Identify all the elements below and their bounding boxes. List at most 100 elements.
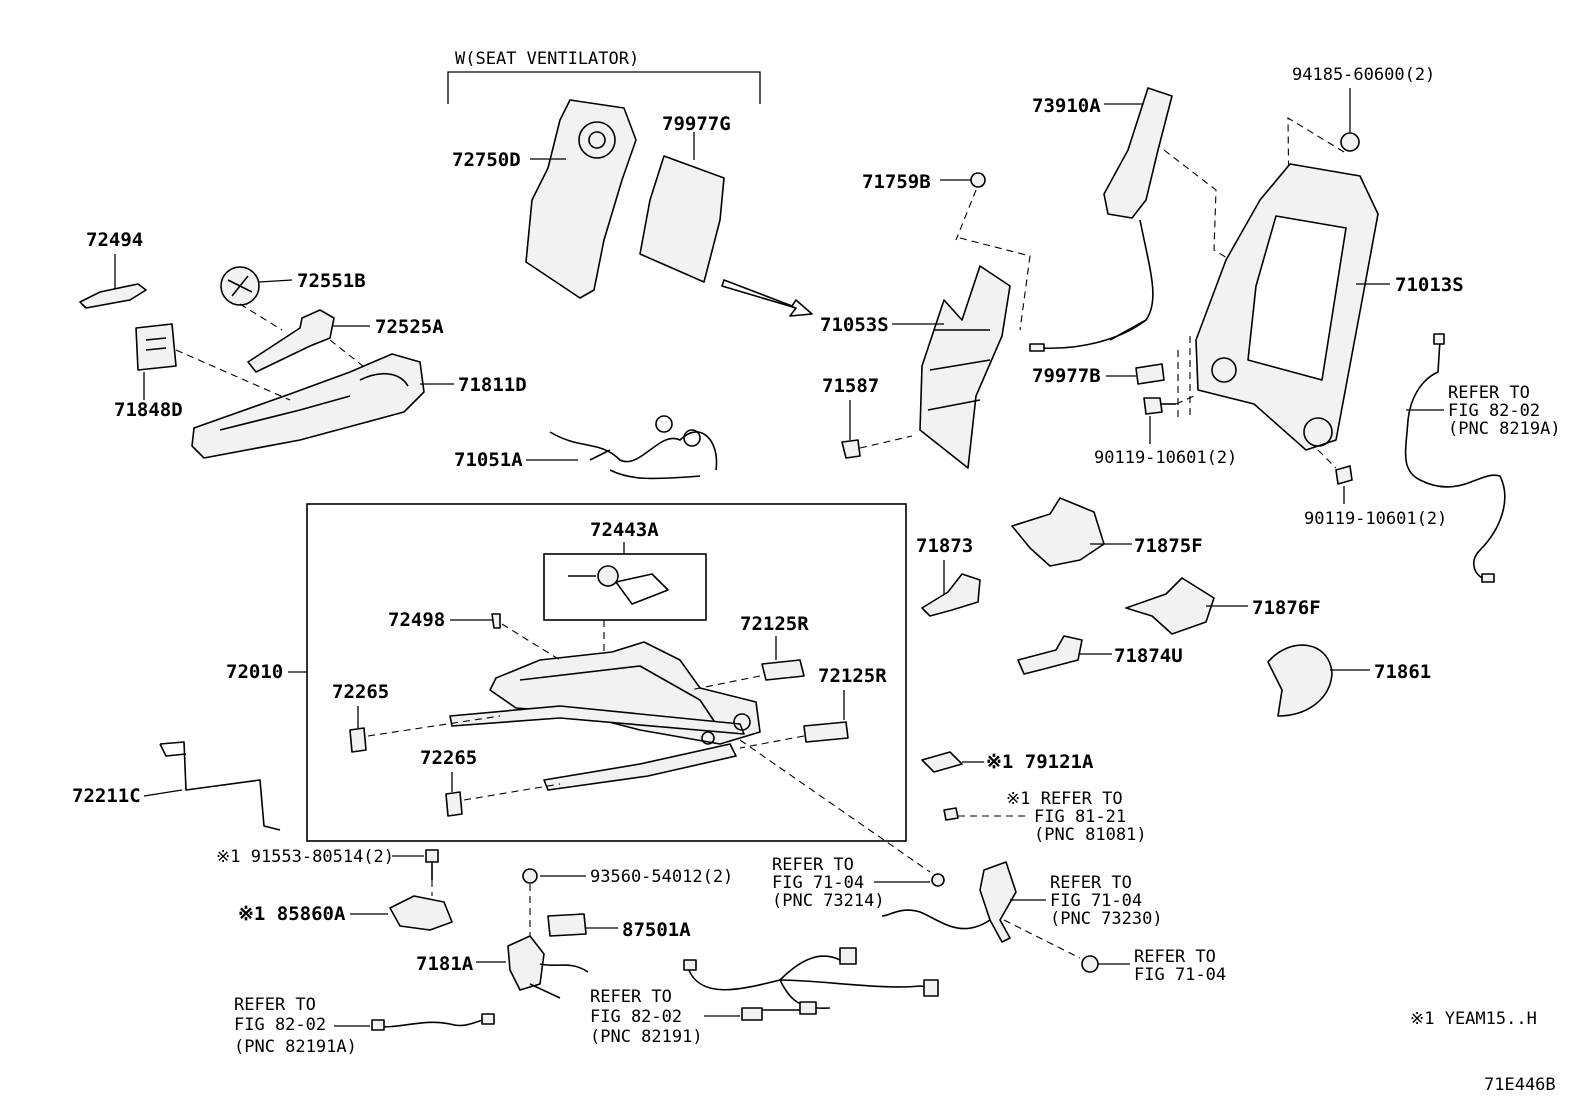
- trim-cover-piece: [79, 283, 147, 309]
- direction-arrow: [721, 279, 813, 317]
- svg-text:79977B: 79977B: [1032, 365, 1101, 387]
- svg-text:71013S: 71013S: [1395, 274, 1464, 296]
- washer: [931, 873, 945, 887]
- group-header: W(SEAT VENTILATOR): [455, 49, 639, 69]
- svg-text:72551B: 72551B: [297, 270, 366, 292]
- cover: [349, 727, 367, 753]
- bracket: [1017, 635, 1083, 675]
- svg-text:71587: 71587: [822, 375, 879, 397]
- ref-fig-81-21[interactable]: ※1 REFER TO FIG 81-21 (PNC 81081): [943, 789, 1147, 845]
- seat-control-module: [507, 935, 545, 991]
- svg-text:FIG 71-04: FIG 71-04: [1050, 891, 1142, 911]
- svg-text:73910A: 73910A: [1032, 95, 1101, 117]
- svg-text:72498: 72498: [388, 609, 445, 631]
- fastener: [841, 439, 861, 459]
- part-72125R-b[interactable]: 72125R: [803, 665, 887, 743]
- part-79977G[interactable]: 79977G: [639, 113, 731, 283]
- svg-text:79977G: 79977G: [662, 113, 731, 135]
- part-91553-80514[interactable]: ※1 91553-80514(2): [216, 847, 439, 880]
- svg-text:(PNC 8219A): (PNC 8219A): [1448, 419, 1561, 439]
- seat-wire: [549, 431, 718, 480]
- svg-text:90119-10601(2): 90119-10601(2): [1304, 509, 1447, 529]
- ref-fig-82-02-8219A[interactable]: REFER TO FIG 82-02 (PNC 8219A): [1404, 333, 1561, 583]
- svg-text:94185-60600(2): 94185-60600(2): [1292, 65, 1435, 85]
- part-72525A[interactable]: 72525A: [247, 309, 444, 373]
- part-72010-box[interactable]: 72010: [226, 503, 907, 842]
- part-72551B[interactable]: 72551B: [220, 266, 366, 306]
- cover: [803, 721, 849, 743]
- svg-text:※1 91553-80514(2): ※1 91553-80514(2): [216, 847, 394, 867]
- svg-text:72125R: 72125R: [818, 665, 887, 687]
- buckle-wire: [881, 909, 991, 930]
- svg-text:72494: 72494: [86, 229, 143, 251]
- svg-text:FIG 71-04: FIG 71-04: [772, 873, 864, 893]
- svg-text:FIG 71-04: FIG 71-04: [1134, 965, 1226, 985]
- svg-text:93560-54012(2): 93560-54012(2): [590, 867, 733, 887]
- sensor-wire: [371, 1018, 495, 1028]
- part-90119-10601-b[interactable]: 90119-10601(2): [1304, 465, 1447, 529]
- svg-text:FIG 82-02: FIG 82-02: [590, 1007, 682, 1027]
- part-71873[interactable]: 71873: [916, 535, 981, 617]
- part-71861[interactable]: 71861: [1267, 644, 1431, 717]
- svg-text:(PNC 81081): (PNC 81081): [1034, 825, 1147, 845]
- pad-piece: [1135, 363, 1165, 385]
- clip: [491, 613, 501, 629]
- part-71874U[interactable]: 71874U: [1017, 635, 1183, 675]
- pad: [921, 751, 963, 773]
- part-71053S[interactable]: 71053S: [820, 265, 1011, 469]
- part-71876F[interactable]: 71876F: [1125, 577, 1321, 635]
- part-73910A[interactable]: 73910A: [1029, 87, 1173, 352]
- cover: [445, 791, 463, 817]
- bolt: [425, 849, 439, 863]
- headrest-wire: [1039, 219, 1154, 350]
- svg-text:72443A: 72443A: [590, 519, 659, 541]
- part-90119-10601-a[interactable]: 90119-10601(2): [1094, 397, 1237, 468]
- part-71013S[interactable]: 71013S: [1195, 163, 1464, 451]
- part-72443A[interactable]: 72443A: [543, 519, 707, 621]
- svg-text:87501A: 87501A: [622, 919, 691, 941]
- part-72211C[interactable]: 72211C: [72, 741, 281, 831]
- part-72125R-a[interactable]: 72125R: [740, 613, 809, 681]
- part-93560-54012[interactable]: 93560-54012(2): [522, 867, 733, 887]
- cover: [1267, 644, 1333, 717]
- ref-fig-71-04-73214[interactable]: REFER TO FIG 71-04 (PNC 73214): [772, 855, 945, 911]
- svg-text:71875F: 71875F: [1134, 535, 1203, 557]
- part-7181A[interactable]: 7181A: [416, 935, 589, 999]
- ventilator-pad: [639, 155, 725, 283]
- part-71759B[interactable]: 71759B: [862, 171, 986, 193]
- part-72498[interactable]: 72498: [388, 609, 501, 631]
- part-71811D[interactable]: 71811D: [191, 353, 527, 459]
- part-72265-b[interactable]: 72265: [420, 747, 477, 817]
- seat-track-assembly: [449, 641, 761, 791]
- motor-box: [543, 553, 707, 621]
- bracket: [1125, 577, 1215, 635]
- part-71587[interactable]: 71587: [822, 375, 879, 459]
- lever: [247, 309, 335, 373]
- wire-harness: [1404, 339, 1506, 581]
- part-72494[interactable]: 72494: [79, 229, 147, 309]
- seat-belt-buckle: [979, 861, 1017, 943]
- svg-text:REFER TO: REFER TO: [1050, 873, 1132, 893]
- svg-text:72750D: 72750D: [452, 149, 521, 171]
- ref-fig-71-04[interactable]: REFER TO FIG 71-04: [1081, 947, 1226, 985]
- part-94185-60600[interactable]: 94185-60600(2): [1292, 65, 1435, 152]
- ref-fig-82-02-82191[interactable]: REFER TO FIG 82-02 (PNC 82191): [590, 947, 939, 1047]
- svg-text:(PNC 82191A): (PNC 82191A): [234, 1037, 357, 1057]
- part-72750D[interactable]: 72750D: [452, 99, 637, 299]
- ref-fig-71-04-73230[interactable]: REFER TO FIG 71-04 (PNC 73230): [881, 861, 1163, 943]
- svg-text:72010: 72010: [226, 661, 283, 683]
- part-79121A[interactable]: ※1 79121A: [921, 751, 1094, 773]
- part-72265-a[interactable]: 72265: [332, 681, 389, 753]
- part-71051A[interactable]: 71051A: [454, 415, 718, 480]
- part-71875F[interactable]: 71875F: [1011, 497, 1203, 567]
- bolt: [1335, 465, 1353, 485]
- ventilator-blower: [525, 99, 637, 299]
- part-87501A[interactable]: 87501A: [547, 913, 691, 941]
- svg-text:REFER TO: REFER TO: [1448, 383, 1530, 403]
- part-79977B[interactable]: 79977B: [1032, 363, 1165, 387]
- ref-fig-82-02-82191A[interactable]: REFER TO FIG 82-02 (PNC 82191A): [234, 995, 495, 1057]
- part-85860A[interactable]: ※1 85860A: [238, 895, 453, 931]
- svg-text:72525A: 72525A: [375, 316, 444, 338]
- part-71848D[interactable]: 71848D: [114, 323, 183, 421]
